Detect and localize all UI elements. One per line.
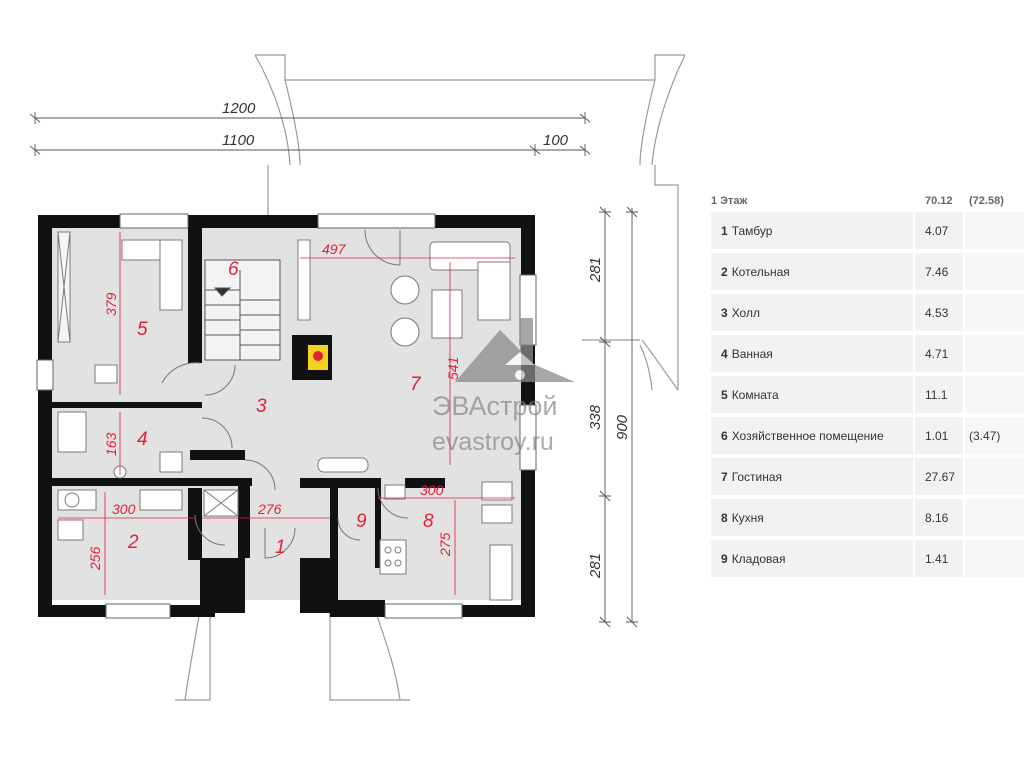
room-area: 27.67 [915,458,963,495]
watermark-logo: ЭВАстрой evastroy.ru [432,318,575,456]
room-area: 8.16 [915,499,963,536]
room-name: Холл [731,305,760,320]
dim-main-width: 1100 [222,132,255,149]
room-area: 4.07 [915,212,963,249]
door-swings [161,229,409,559]
floor-plan: 1200 1100 100 281 338 900 281 497 541 37… [29,54,686,701]
room-area: 11.1 [915,376,963,413]
room-number-8: 8 [423,511,434,532]
room-area: 7.46 [915,253,963,290]
room-name: Комната [731,387,779,402]
porch-outline [175,580,410,701]
room-number-1: 1 [275,537,286,558]
watermark-title: ЭВАстрой [432,391,558,421]
room-number: 1 [721,223,728,238]
dim-boiler-width: 300 [112,501,136,517]
dim-room5-depth: 379 [103,292,119,316]
dim-living-depth: 541 [445,357,461,380]
room-area-alt: (3.47) [965,417,1024,454]
room-dimension-lines [58,232,515,595]
watermark-url: evastroy.ru [432,428,554,456]
room-number: 5 [721,387,728,402]
dim-porch-width: 100 [543,132,569,149]
area-table-header: 1 Этаж 70.12 (72.58) [711,190,1024,212]
room-number-4: 4 [137,429,148,450]
room-name: Тамбур [731,223,773,238]
dim-right-middle: 338 [587,404,604,430]
dim-right-total: 900 [614,414,631,440]
exterior-walls [38,215,535,617]
room-area: 4.53 [915,294,963,331]
dim-living-width: 497 [322,241,347,257]
dim-kitchen-width: 300 [420,482,444,498]
room-number-9: 9 [356,511,367,532]
dim-total-width: 1200 [222,100,256,117]
dim-bath-depth: 163 [103,432,119,456]
room-number-7: 7 [410,374,422,395]
room-name: Котельная [731,264,790,279]
room-area: 1.41 [915,540,963,577]
room-name: Хозяйственное помещение [731,428,884,443]
room-area-alt [965,212,1024,249]
dim-boiler-depth: 256 [87,546,103,571]
terrace-outline [254,54,686,391]
outer-dimension-lines [29,112,638,628]
room-area-alt [965,335,1024,372]
room-number: 2 [721,264,728,279]
room-number: 4 [721,346,728,361]
room-area-alt [965,540,1024,577]
dim-hall-width: 276 [257,501,282,517]
room-number-2: 2 [127,532,139,553]
room-number: 3 [721,305,728,320]
dim-kitchen-depth: 275 [437,532,453,557]
room-area-alt [965,499,1024,536]
floor-label: 1 Этаж [711,195,748,207]
furniture [57,231,513,601]
room-number-6: 6 [228,259,239,280]
room-number: 6 [721,428,728,443]
fireplace [292,335,332,380]
room-number: 7 [721,469,728,484]
room-area: 1.01 [915,417,963,454]
room-area-alt [965,458,1024,495]
room-number: 9 [721,551,728,566]
watermark-house-icon [455,318,575,382]
room-number-5: 5 [137,319,148,340]
room-area-alt [965,253,1024,290]
room-name: Ванная [731,346,773,361]
room-name: Гостиная [731,469,783,484]
room-number-3: 3 [256,396,267,417]
dim-right-bottom: 281 [587,553,604,579]
staircase [204,259,281,361]
room-area: 4.71 [915,335,963,372]
room-name: Кухня [731,510,764,525]
dim-right-top: 281 [587,257,604,283]
room-number: 8 [721,510,728,525]
floor-area: 70.12 [925,195,953,207]
floor-area-alt: (72.58) [969,195,1004,207]
room-area-alt [965,376,1024,413]
room-name: Кладовая [731,551,786,566]
room-area-alt [965,294,1024,331]
